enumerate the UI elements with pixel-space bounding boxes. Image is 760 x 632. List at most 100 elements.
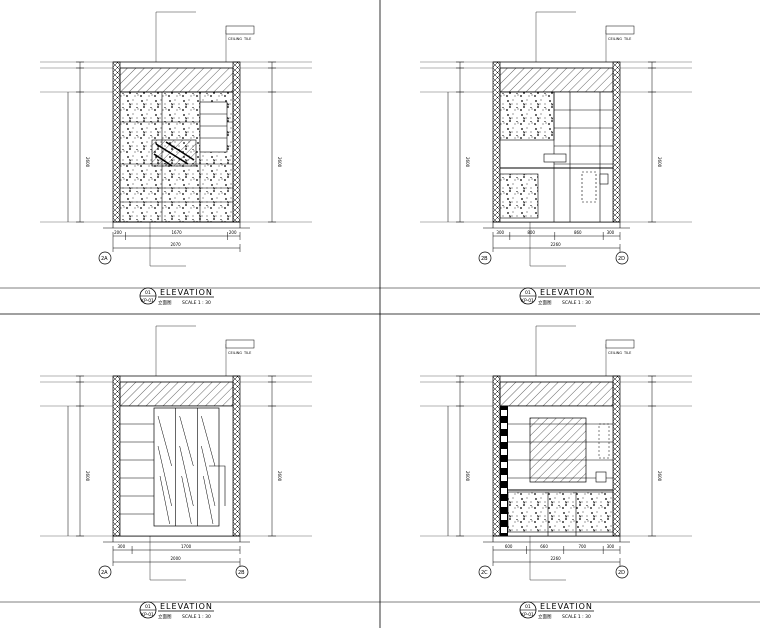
bottom-dim-label: 200 xyxy=(229,230,237,235)
socket-box xyxy=(595,471,607,483)
bottom-dim-label: 1700 xyxy=(181,544,192,549)
mirror-reflection xyxy=(153,141,195,167)
material-tag-label: TILE xyxy=(243,37,251,41)
grid-tag-left-label: 2A xyxy=(101,256,108,262)
socket-box xyxy=(599,173,609,185)
bottom-total-dim-label: 2260 xyxy=(551,242,562,247)
right-wall-section xyxy=(232,61,241,223)
left-dim-height-label: 2600 xyxy=(465,471,470,482)
grid-tag-right-bubble xyxy=(615,251,629,265)
niche-shelf xyxy=(199,101,228,153)
left-dim-height-label: 2600 xyxy=(85,471,90,482)
right-wall-section xyxy=(612,375,621,537)
grid-tag-right-label: 2D xyxy=(618,256,625,262)
title-scale: SCALE 1 : 30 xyxy=(562,300,591,306)
ceiling-tag-label: CEILING xyxy=(608,351,622,355)
title-scale: SCALE 1 : 30 xyxy=(562,614,591,620)
title-drawing-code: KP-01 xyxy=(141,612,154,618)
bottom-total-dim-label: 2000 xyxy=(171,556,182,561)
ceiling-bulkhead xyxy=(119,67,234,93)
glass-reflection xyxy=(201,415,216,525)
right-dim-height-label: 2600 xyxy=(657,471,662,482)
sink-basin xyxy=(543,153,567,163)
shower-glass-frame xyxy=(153,407,220,527)
left-dim-height-label: 2600 xyxy=(465,157,470,168)
left-wall-section xyxy=(112,61,121,223)
grid-tag-right-label: 2B xyxy=(238,570,245,576)
shower-mixer xyxy=(209,465,226,506)
title-sheet-ref: 01 xyxy=(145,604,151,610)
title-plan-tag: 立面图 xyxy=(538,299,552,306)
mosaic-chip xyxy=(501,436,507,442)
grid-tag-left-bubble xyxy=(98,565,112,579)
marble-lower-panel xyxy=(499,173,539,219)
material-tag-box xyxy=(225,339,255,349)
mosaic-chip xyxy=(501,527,507,533)
right-dim-height-label: 2600 xyxy=(657,157,662,168)
mosaic-chip xyxy=(501,410,507,416)
left-wall-section xyxy=(492,61,501,223)
bottom-dim-label: 1670 xyxy=(172,230,183,235)
glass-reflection xyxy=(179,415,194,525)
title-label: ELEVATION xyxy=(160,602,213,611)
bottom-total-dim-label: 2070 xyxy=(171,242,182,247)
bottom-total-dim-label: 2260 xyxy=(551,556,562,561)
title-sheet-ref: 01 xyxy=(525,604,531,610)
bottom-dim-label: 660 xyxy=(540,544,548,549)
bottom-dim-label: 800 xyxy=(527,230,535,235)
mosaic-chip xyxy=(501,514,507,520)
bottom-dim-label: 600 xyxy=(505,544,513,549)
title-label: ELEVATION xyxy=(540,602,593,611)
title-sheet-ref: 01 xyxy=(525,290,531,296)
title-drawing-code: KP-01 xyxy=(521,298,534,304)
bottom-dim-label: 200 xyxy=(114,230,122,235)
vanity-mirror xyxy=(529,417,587,483)
title-label: ELEVATION xyxy=(540,288,593,297)
title-plan-tag: 立面图 xyxy=(158,613,172,620)
grid-tag-right-bubble xyxy=(615,565,629,579)
door-outline-dashed xyxy=(581,171,597,203)
towel-rail-dashed xyxy=(598,423,610,459)
grid-tag-left-bubble xyxy=(478,251,492,265)
material-tag-label: TILE xyxy=(623,351,631,355)
ceiling-bulkhead xyxy=(499,67,614,93)
bottom-dim-label: 300 xyxy=(607,230,615,235)
ceiling-bulkhead xyxy=(499,381,614,407)
vanity-cabinet-marble xyxy=(507,491,614,533)
mosaic-chip xyxy=(501,488,507,494)
mosaic-chip xyxy=(501,501,507,507)
grid-tag-left-label: 2A xyxy=(101,570,108,576)
title-drawing-code: KP-01 xyxy=(521,612,534,618)
title-plan-tag: 立面图 xyxy=(158,299,172,306)
ceiling-tag-label: CEILING xyxy=(608,37,622,41)
left-wall-section xyxy=(112,375,121,537)
right-dim-height-label: 2600 xyxy=(277,471,282,482)
bottom-dim-label: 860 xyxy=(574,230,582,235)
ceiling-bulkhead xyxy=(119,381,234,407)
right-dim-height-label: 2600 xyxy=(277,157,282,168)
left-dim-height-label: 2600 xyxy=(85,157,90,168)
material-tag-box xyxy=(605,25,635,35)
bottom-dim-label: 300 xyxy=(118,544,126,549)
mosaic-chip xyxy=(501,423,507,429)
ceiling-tag-label: CEILING xyxy=(228,351,242,355)
grid-tag-left-bubble xyxy=(98,251,112,265)
marble-backsplash xyxy=(499,91,555,141)
material-tag-label: TILE xyxy=(623,37,631,41)
title-drawing-code: KP-01 xyxy=(141,298,154,304)
grid-tag-right-label: 2D xyxy=(618,570,625,576)
mosaic-chip xyxy=(501,462,507,468)
mirror-panel xyxy=(151,139,197,167)
grid-tag-right-bubble xyxy=(235,565,249,579)
bottom-dim-label: 300 xyxy=(496,230,504,235)
material-tag-box xyxy=(225,25,255,35)
right-wall-section xyxy=(612,61,621,223)
title-label: ELEVATION xyxy=(160,288,213,297)
bottom-dim-label: 700 xyxy=(578,544,586,549)
ceiling-tag-label: CEILING xyxy=(228,37,242,41)
